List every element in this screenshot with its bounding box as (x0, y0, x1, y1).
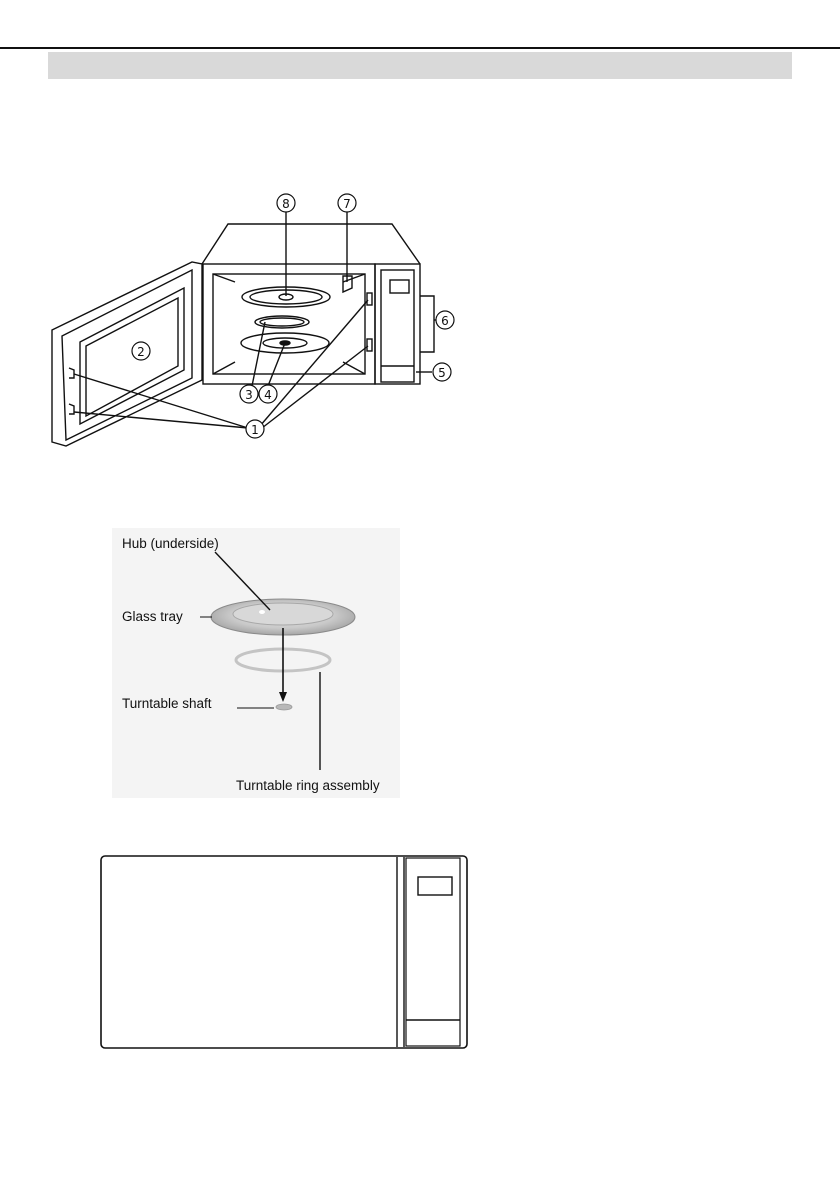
svg-text:2: 2 (137, 345, 145, 359)
glass-tray-label: Glass tray (122, 609, 183, 624)
svg-text:7: 7 (343, 197, 351, 211)
svg-text:8: 8 (282, 197, 290, 211)
callout-2: 2 (132, 342, 150, 360)
callout-6: 6 (436, 311, 454, 329)
svg-text:1: 1 (251, 423, 259, 437)
callout-4: 4 (259, 385, 277, 403)
turntable-assembly-figure: Hub (underside) Glass tray Turntable sha… (112, 528, 400, 798)
callout-1: 1 (246, 420, 264, 438)
microwave-open-diagram (52, 210, 436, 446)
callout-8: 8 (277, 194, 295, 212)
turntable-ring-label: Turntable ring assembly (236, 778, 380, 793)
svg-text:5: 5 (438, 366, 446, 380)
hub-label: Hub (underside) (122, 536, 219, 551)
callout-7: 7 (338, 194, 356, 212)
microwave-front-outline (101, 856, 467, 1048)
turntable-shaft-label: Turntable shaft (122, 696, 212, 711)
svg-text:6: 6 (441, 314, 449, 328)
callout-5: 5 (433, 363, 451, 381)
svg-text:4: 4 (264, 388, 272, 402)
callout-3: 3 (240, 385, 258, 403)
svg-text:3: 3 (245, 388, 253, 402)
